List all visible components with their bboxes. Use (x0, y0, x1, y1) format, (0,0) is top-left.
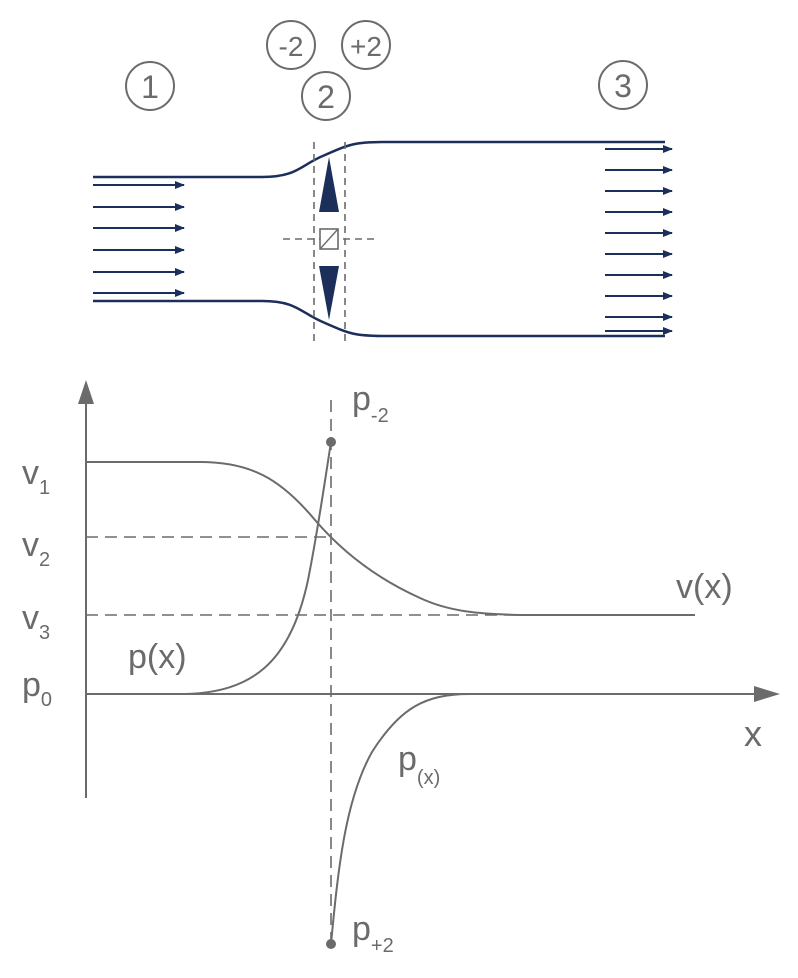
pressure-curve-upstream (185, 441, 332, 695)
station-label-minus2: -2 (266, 20, 316, 70)
label-p-plus2: p+2 (352, 910, 394, 957)
label-px: p(x) (128, 638, 187, 676)
station-plus2-text: +2 (350, 31, 382, 62)
actuator-disk (319, 157, 339, 320)
x-axis-arrowhead (754, 686, 780, 702)
station-label-1: 1 (125, 61, 175, 111)
label-v2: v2 (22, 526, 50, 571)
stream-tube-lower-wall (93, 299, 665, 338)
station-label-3: 3 (598, 60, 648, 110)
label-vx: v(x) (676, 568, 733, 606)
rotor-blade-upper (319, 157, 339, 212)
rotor-hub-slash (319, 228, 339, 250)
point-p-plus2 (326, 939, 336, 949)
outlet-velocity-arrows (605, 145, 673, 335)
label-v3: v3 (22, 599, 50, 644)
station-label-plus2: +2 (341, 20, 391, 70)
velocity-curve-vx (86, 461, 695, 616)
label-p-minus2: p-2 (352, 380, 389, 427)
station-1-text: 1 (141, 69, 159, 105)
inlet-velocity-arrows (93, 181, 185, 297)
label-p0: p0 (22, 666, 52, 711)
station-minus2-text: -2 (279, 31, 304, 62)
rotor-blade-lower (319, 266, 339, 320)
label-x-axis: x (744, 713, 762, 754)
label-v1: v1 (22, 454, 50, 499)
point-p-minus2 (326, 437, 336, 447)
station-3-text: 3 (614, 68, 632, 104)
y-axis-arrowhead (78, 380, 94, 404)
stream-tube-upper-wall (93, 140, 665, 179)
pressure-curve-downstream (330, 693, 471, 945)
station-2-text: 2 (317, 79, 335, 115)
label-px-downstream: p(x) (398, 740, 440, 789)
station-label-2: 2 (301, 71, 351, 121)
